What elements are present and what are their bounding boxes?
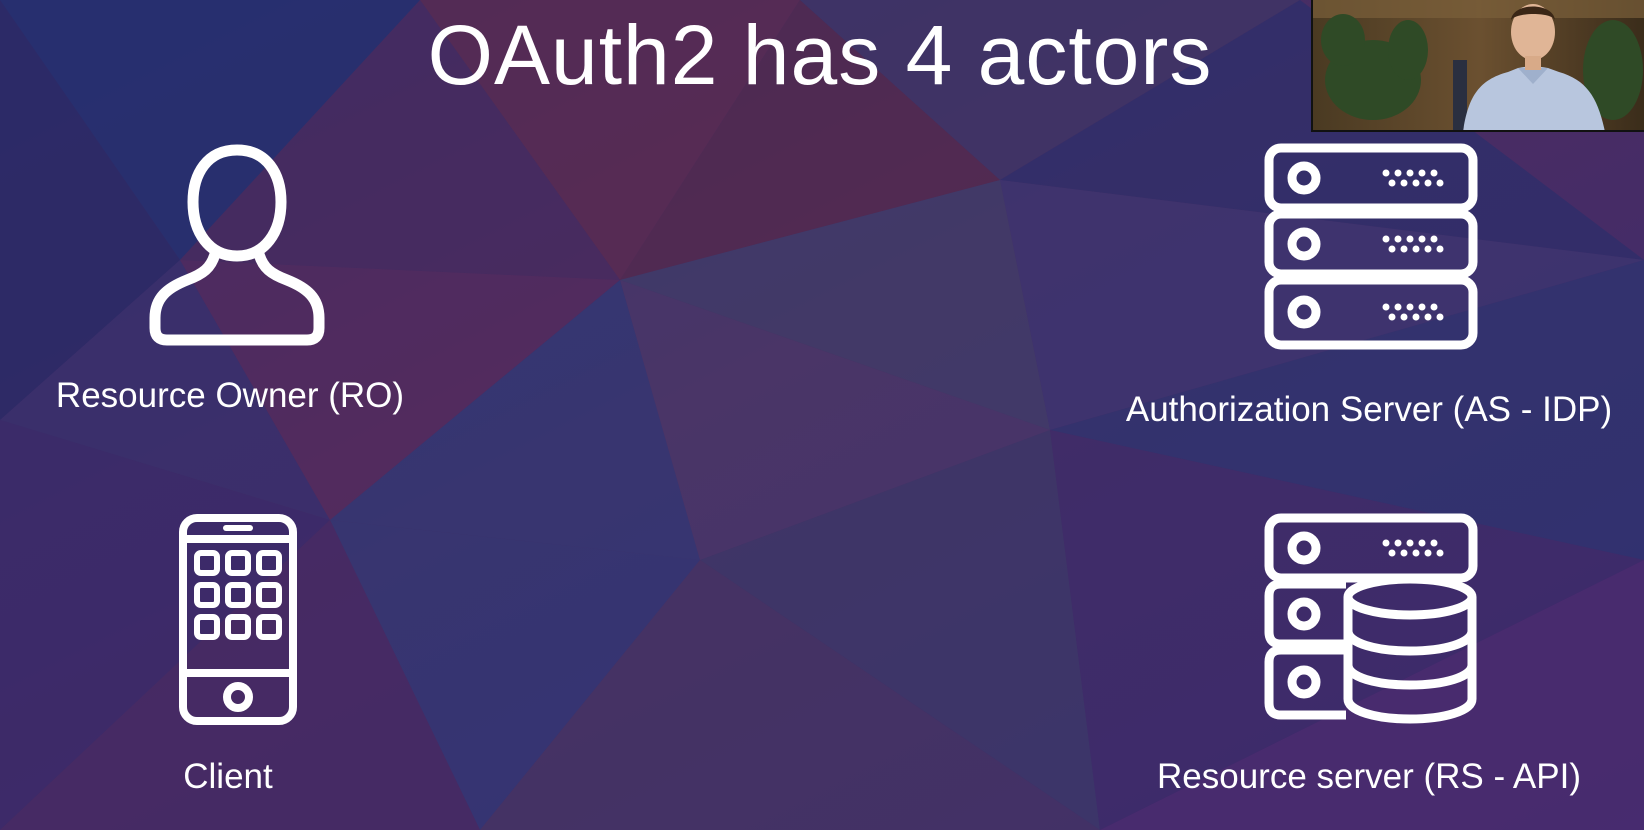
speaker-video-feed bbox=[1311, 0, 1644, 132]
server-database-icon bbox=[1264, 513, 1478, 725]
resource-owner-label: Resource Owner (RO) bbox=[55, 376, 405, 415]
mobile-phone-icon bbox=[178, 513, 298, 726]
resource-server-label: Resource server (RS - API) bbox=[1157, 757, 1581, 796]
person-icon bbox=[145, 140, 330, 355]
authorization-server-label: Authorization Server (AS - IDP) bbox=[1125, 390, 1613, 429]
slide-title: OAuth2 has 4 actors bbox=[427, 8, 1213, 102]
server-rack-icon bbox=[1264, 143, 1478, 355]
client-label: Client bbox=[183, 757, 273, 796]
